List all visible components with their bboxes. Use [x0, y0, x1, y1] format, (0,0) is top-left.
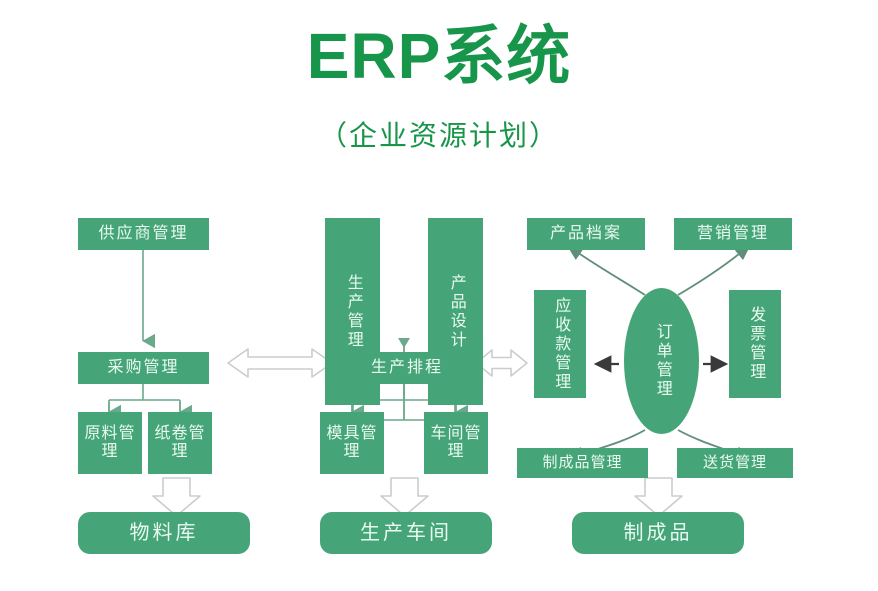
page-title: ERP系统 — [306, 20, 572, 92]
node-label: 营销管理 — [696, 224, 769, 242]
node-production-schedule[interactable]: 生产排程 — [338, 352, 476, 384]
node-label: 应收款管理 — [552, 296, 570, 392]
node-receivables-mgmt[interactable]: 应收款管理 — [534, 290, 586, 398]
node-label: 供应商管理 — [98, 224, 189, 242]
node-purchase-mgmt[interactable]: 采购管理 — [78, 352, 209, 384]
connector-schedule-receivables-link — [475, 349, 528, 377]
node-paperroll-mgmt[interactable]: 纸卷管理 — [148, 412, 212, 474]
node-marketing-mgmt[interactable]: 营销管理 — [674, 218, 792, 250]
node-label: 物料库 — [129, 521, 199, 544]
node-order-mgmt[interactable]: 订单管理 — [624, 288, 699, 434]
node-label: 制成品管理 — [542, 454, 623, 472]
node-invoice-mgmt[interactable]: 发票管理 — [729, 290, 781, 398]
node-label: 模具管理 — [326, 424, 378, 460]
node-label: 送货管理 — [702, 454, 767, 472]
node-label: 制成品 — [623, 521, 693, 544]
node-delivery-mgmt[interactable]: 送货管理 — [677, 448, 793, 478]
node-label: 原料管理 — [84, 424, 136, 460]
node-mold-mgmt[interactable]: 模具管理 — [320, 412, 384, 474]
connector-order-to-marketing — [677, 244, 751, 296]
node-label: 产品设计 — [447, 273, 465, 350]
connector-purchase-branch — [108, 384, 192, 420]
node-label: 订单管理 — [653, 323, 671, 399]
node-supplier-mgmt[interactable]: 供应商管理 — [78, 218, 209, 250]
connector-purchase-schedule-link — [227, 348, 333, 378]
node-product-archive[interactable]: 产品档案 — [527, 218, 645, 250]
node-label: 采购管理 — [107, 358, 180, 376]
node-label: 车间管理 — [430, 424, 482, 460]
node-material-mgmt[interactable]: 原料管理 — [78, 412, 142, 474]
node-material-store[interactable]: 物料库 — [78, 512, 250, 554]
node-label: 纸卷管理 — [154, 424, 206, 460]
node-finished-goods-mgmt[interactable]: 制成品管理 — [517, 448, 648, 478]
node-label: 产品档案 — [549, 224, 622, 242]
node-label: 生产排程 — [370, 358, 443, 376]
node-label: 生产车间 — [360, 521, 452, 544]
node-production-workshop[interactable]: 生产车间 — [320, 512, 492, 554]
page-subtitle: （企业资源计划） — [318, 120, 559, 151]
connector-production-workshop-inflow — [380, 477, 429, 517]
node-label: 发票管理 — [747, 306, 765, 382]
connector-material-store-inflow — [152, 477, 201, 517]
node-label: 生产管理 — [344, 273, 362, 350]
connector-finished-goods-inflow — [634, 477, 683, 517]
connector-order-to-product-archive — [566, 244, 646, 296]
node-finished-goods[interactable]: 制成品 — [572, 512, 744, 554]
node-workshop-mgmt[interactable]: 车间管理 — [424, 412, 488, 474]
